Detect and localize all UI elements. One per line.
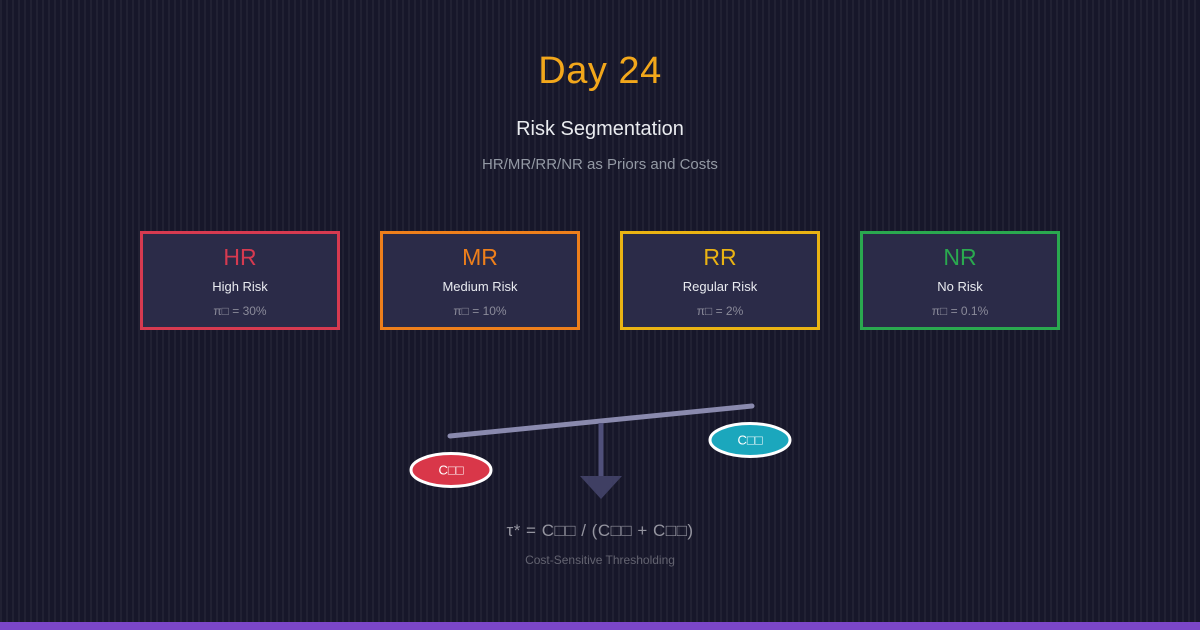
risk-name: Regular Risk <box>682 279 758 295</box>
risk-prior: π□ = 0.1% <box>931 304 989 319</box>
risk-card-hr: HR High Risk π□ = 30% <box>140 231 340 330</box>
down-arrow-icon <box>580 476 622 499</box>
page-subtitle: HR/MR/RR/NR as Priors and Costs <box>482 156 718 173</box>
risk-abbr: MR <box>462 244 498 270</box>
right-cost-label: C□□ <box>737 432 762 447</box>
balance-beam <box>447 403 755 439</box>
risk-prior: π□ = 10% <box>453 304 507 319</box>
right-cost-ellipse <box>708 422 792 458</box>
day-title: Day 24 <box>538 50 662 92</box>
left-cost-label: C□□ <box>438 462 463 477</box>
formula-caption: Cost-Sensitive Thresholding <box>525 553 675 567</box>
risk-card-nr: NR No Risk π□ = 0.1% <box>860 231 1060 330</box>
left-cost-ellipse <box>409 452 493 488</box>
risk-name: High Risk <box>212 279 268 295</box>
risk-abbr: RR <box>703 244 737 270</box>
risk-cards-row: HR High Risk π□ = 30% MR Medium Risk π□ … <box>0 231 1200 330</box>
page-title: Risk Segmentation <box>516 118 684 140</box>
risk-card-rr: RR Regular Risk π□ = 2% <box>620 231 820 330</box>
risk-prior: π□ = 2% <box>696 304 744 319</box>
threshold-formula: τ* = C□□ / (C□□ + C□□) <box>506 521 694 540</box>
risk-prior: π□ = 30% <box>213 304 267 319</box>
risk-abbr: NR <box>943 244 977 270</box>
bottom-accent-bar <box>0 622 1200 630</box>
risk-card-mr: MR Medium Risk π□ = 10% <box>380 231 580 330</box>
risk-name: Medium Risk <box>442 279 518 295</box>
risk-abbr: HR <box>223 244 257 270</box>
risk-name: No Risk <box>937 279 983 295</box>
